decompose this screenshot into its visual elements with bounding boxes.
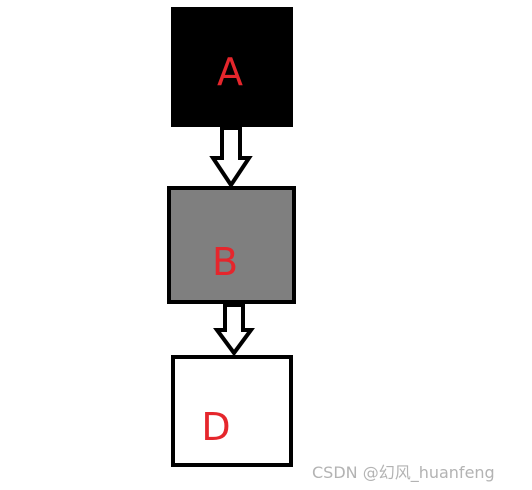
watermark-text: CSDN @幻风_huanfeng	[312, 463, 495, 482]
node-b-box	[167, 186, 296, 304]
node-a: A	[171, 7, 293, 127]
node-d: D	[171, 355, 293, 467]
node-a-label: A	[217, 50, 243, 94]
node-a-box	[171, 7, 293, 127]
node-b-label: B	[212, 240, 238, 284]
arrow-b-to-d	[213, 303, 255, 357]
node-d-label: D	[201, 405, 230, 449]
arrow-a-to-b	[209, 126, 253, 189]
node-b: B	[167, 186, 296, 304]
node-d-box	[171, 355, 293, 467]
